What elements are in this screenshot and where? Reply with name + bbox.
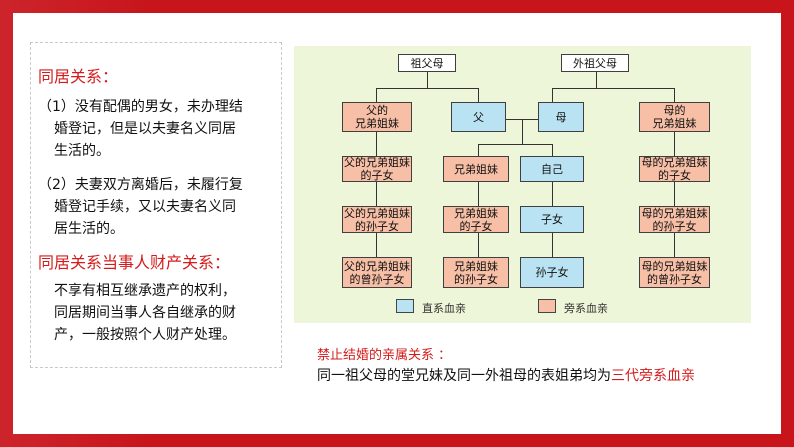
- kinship-diagram: 祖父母 外祖父母 父的 兄弟姐妹 父 母 母的 兄弟姐妹 父的兄弟姐妹 的子女 …: [294, 46, 751, 323]
- para-line2: 同居期间当事人各自继承的财: [54, 305, 236, 321]
- node-father: 父: [451, 102, 506, 132]
- node-siblings-children: 兄弟姐妹 的子女: [443, 206, 509, 233]
- item1-line1: （1）没有配偶的男女，未办理结: [38, 99, 243, 115]
- node-mother-siblings: 母的 兄弟姐妹: [639, 102, 710, 132]
- node-father-siblings: 父的 兄弟姐妹: [342, 102, 412, 132]
- node-grandchildren: 孙子女: [520, 257, 584, 288]
- node-father-siblings-children: 父的兄弟姐妹 的子女: [342, 156, 412, 182]
- node-mother: 母: [538, 102, 584, 132]
- legend-label-collateral: 旁系血亲: [564, 302, 608, 315]
- node-siblings: 兄弟姐妹: [443, 156, 509, 182]
- node-siblings-grandchildren: 兄弟姐妹 的孙子女: [443, 257, 509, 288]
- node-father-siblings-grandchildren: 父的兄弟姐妹 的孙子女: [342, 206, 412, 233]
- item2-line2: 婚登记手续，又以夫妻名义同: [54, 199, 236, 215]
- node-mother-siblings-grandchildren: 母的兄弟姐妹 的孙子女: [639, 206, 710, 233]
- item2-line3: 居生活的。: [54, 221, 124, 237]
- node-grandparents: 祖父母: [398, 54, 456, 72]
- para-line1: 不享有相互继承遗产的权利，: [54, 283, 236, 299]
- para-line3: 产，一般按照个人财产处理。: [54, 327, 236, 343]
- heading-cohabitation: 同居关系：: [38, 67, 119, 86]
- node-children: 子女: [520, 206, 584, 233]
- item1-line2: 婚登记，但是以夫妻名义同居: [54, 121, 236, 137]
- node-maternal-grandparents: 外祖父母: [561, 54, 629, 72]
- sentence-prefix: 同一祖父母的堂兄妹及同一外祖母的表姐弟均为: [317, 368, 611, 384]
- prohibited-marriage-sentence: 同一祖父母的堂兄妹及同一外祖母的表姐弟均为三代旁系血亲: [317, 365, 695, 385]
- heading-property-relation: 同居关系当事人财产关系：: [38, 253, 231, 272]
- sentence-highlight: 三代旁系血亲: [611, 368, 695, 384]
- node-mother-siblings-children: 母的兄弟姐妹 的子女: [639, 156, 710, 182]
- prohibited-marriage-title: 禁止结婚的亲属关系 ：: [317, 348, 452, 363]
- node-self: 自己: [520, 156, 584, 182]
- item1-line3: 生活的。: [54, 143, 110, 159]
- legend-label-direct: 直系血亲: [422, 302, 466, 315]
- legend-swatch-direct: [396, 299, 414, 313]
- item2-line1: （2）夫妻双方离婚后，未履行复: [38, 177, 243, 193]
- legend-swatch-collateral: [538, 299, 556, 313]
- node-mother-siblings-great-grandchildren: 母的兄弟姐妹 的曾孙子女: [639, 257, 710, 288]
- node-father-siblings-great-grandchildren: 父的兄弟姐妹 的曾孙子女: [342, 257, 412, 288]
- left-text-box: [30, 42, 282, 368]
